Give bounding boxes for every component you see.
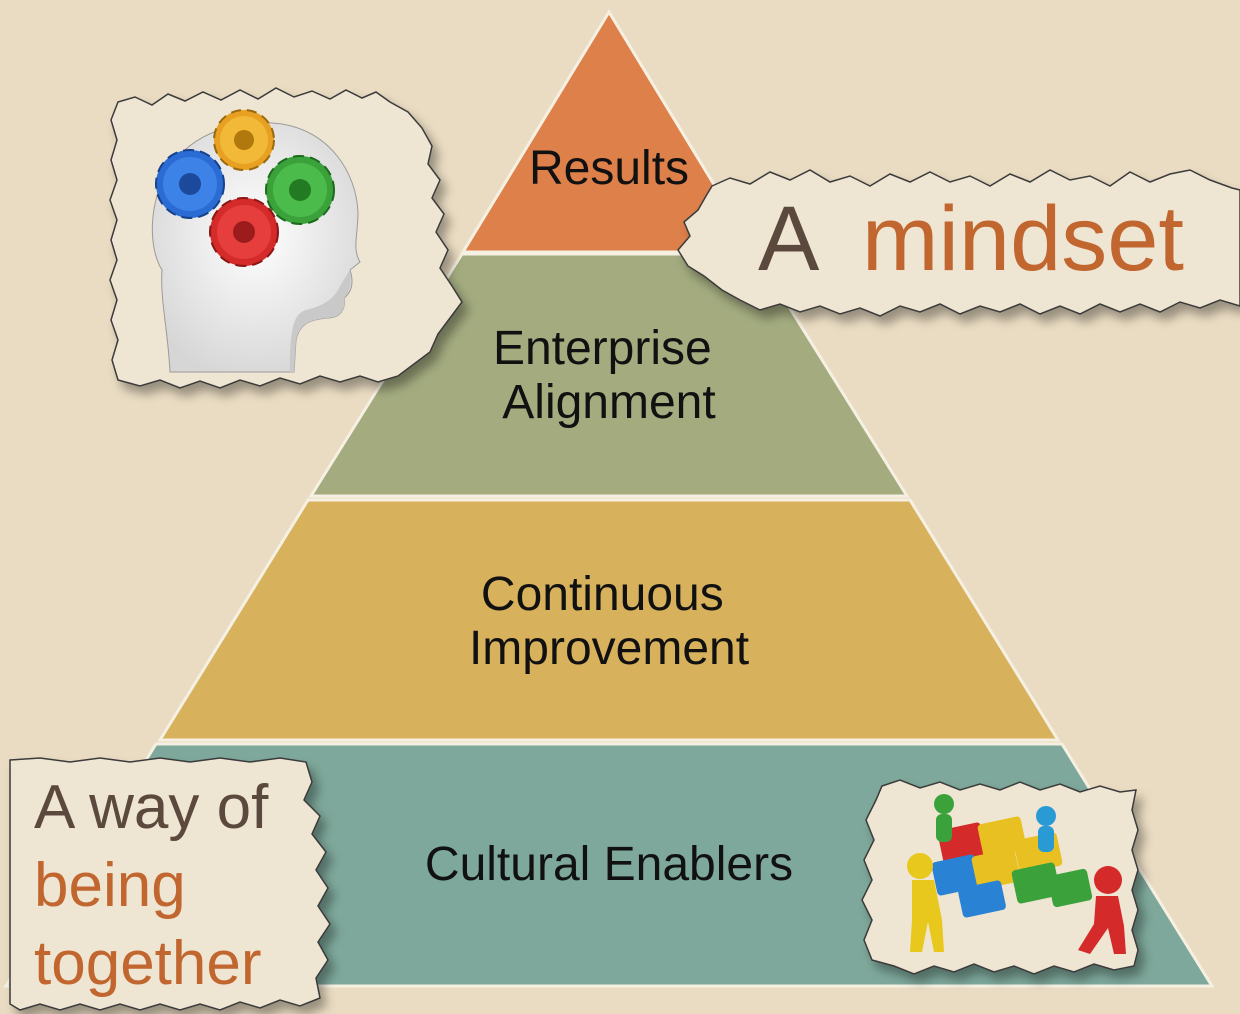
together-note: A way of being together: [9, 757, 331, 1011]
team-puzzle-card: [861, 779, 1139, 975]
mindset-text: A mindset: [758, 188, 1184, 290]
tier-label-cultural-enablers: Cultural Enablers: [425, 838, 793, 891]
tier-label-enterprise-alignment: Enterprise Alignment: [493, 322, 725, 429]
team-puzzle-icon: [907, 794, 1126, 954]
torn-paper-mindset: [677, 169, 1240, 317]
torn-paper-together: [9, 757, 331, 1011]
tier-results: [460, 9, 758, 254]
together-text: A way of being together: [34, 773, 286, 998]
mindset-note: A mindset: [677, 169, 1240, 317]
tier-label-continuous-improvement: Continuous Improvement: [469, 568, 749, 675]
tier-enterprise-alignment: [308, 252, 910, 498]
tier-continuous-improvement: [157, 498, 1061, 742]
head-with-gears-icon: [151, 109, 361, 373]
tier-label-results: Results: [529, 142, 689, 195]
head-gears-card: [109, 87, 463, 389]
